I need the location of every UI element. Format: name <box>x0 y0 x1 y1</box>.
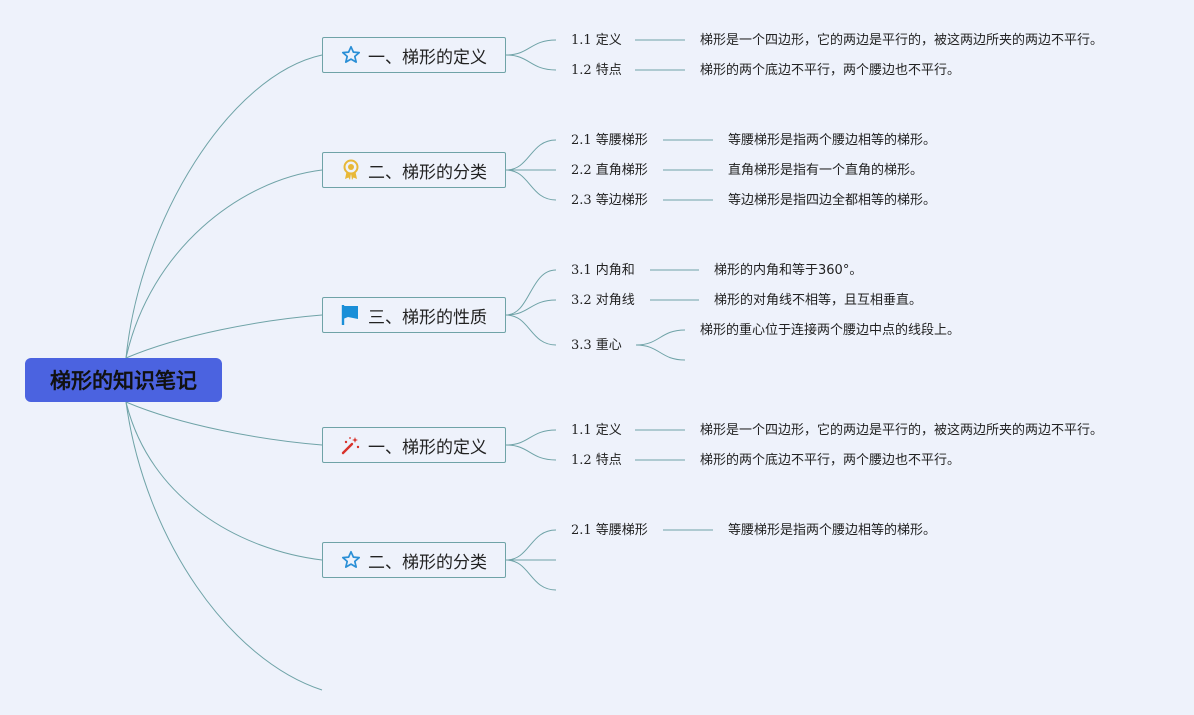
branch-node[interactable]: 一、梯形的定义 <box>322 37 506 73</box>
subtopic-description: 梯形的对角线不相等，且互相垂直。 <box>714 293 923 308</box>
branch-label: 一、梯形的定义 <box>368 437 487 458</box>
flag-icon <box>340 304 362 326</box>
star-icon <box>340 44 362 66</box>
subtopic-label[interactable]: 2.2 直角梯形 <box>571 163 648 178</box>
branch-connector <box>505 314 557 346</box>
branch-node[interactable]: 二、梯形的分类 <box>322 542 506 578</box>
branch-connector <box>505 39 557 56</box>
description-connector <box>635 344 686 361</box>
subtopic-label[interactable]: 2.1 等腰梯形 <box>571 523 648 538</box>
subtopic-description: 梯形是一个四边形，它的两边是平行的，被这两边所夹的两边不平行。 <box>700 423 1104 438</box>
subtopic-label[interactable]: 2.3 等边梯形 <box>571 193 648 208</box>
branch-label: 三、梯形的性质 <box>368 307 487 328</box>
subtopic-label[interactable]: 3.2 对角线 <box>571 293 635 308</box>
subtopic-label[interactable]: 3.3 重心 <box>571 338 622 353</box>
subtopic-label[interactable]: 1.1 定义 <box>571 423 622 438</box>
root-connector <box>125 169 323 359</box>
description-connector <box>635 329 686 346</box>
branch-connector <box>505 269 557 316</box>
branch-connector <box>505 54 557 71</box>
branch-label: 一、梯形的定义 <box>368 47 487 68</box>
branch-connector <box>505 529 557 561</box>
root-connector <box>125 401 323 446</box>
magic-wand-icon <box>340 434 362 456</box>
subtopic-label[interactable]: 3.1 内角和 <box>571 263 635 278</box>
branch-connector <box>505 169 557 201</box>
star-icon <box>340 549 362 571</box>
subtopic-description: 梯形的内角和等于360°。 <box>714 263 863 278</box>
subtopic-description: 梯形是一个四边形，它的两边是平行的，被这两边所夹的两边不平行。 <box>700 33 1104 48</box>
subtopic-label[interactable]: 1.2 特点 <box>571 63 622 78</box>
branch-connector <box>505 429 557 446</box>
root-node-title[interactable]: 梯形的知识笔记 <box>25 358 222 402</box>
subtopic-description: 直角梯形是指有一个直角的梯形。 <box>728 163 924 178</box>
subtopic-description: 梯形的两个底边不平行，两个腰边也不平行。 <box>700 63 961 78</box>
branch-connector <box>505 444 557 461</box>
award-medal-icon <box>340 159 362 181</box>
branch-connector <box>505 559 557 591</box>
subtopic-label[interactable]: 2.1 等腰梯形 <box>571 133 648 148</box>
branch-connector <box>505 299 557 316</box>
root-connector <box>125 401 323 561</box>
root-connector <box>125 401 323 691</box>
subtopic-description: 梯形的重心位于连接两个腰边中点的线段上。 <box>700 323 961 338</box>
branch-node[interactable]: 三、梯形的性质 <box>322 297 506 333</box>
subtopic-description: 等边梯形是指四边全都相等的梯形。 <box>728 193 937 208</box>
branch-node[interactable]: 二、梯形的分类 <box>322 152 506 188</box>
branch-connector <box>505 139 557 171</box>
branch-label: 二、梯形的分类 <box>368 162 487 183</box>
branch-node[interactable]: 一、梯形的定义 <box>322 427 506 463</box>
subtopic-label[interactable]: 1.2 特点 <box>571 453 622 468</box>
branch-label: 二、梯形的分类 <box>368 552 487 573</box>
subtopic-description: 等腰梯形是指两个腰边相等的梯形。 <box>728 523 937 538</box>
root-connector <box>125 314 323 359</box>
subtopic-description: 梯形的两个底边不平行，两个腰边也不平行。 <box>700 453 961 468</box>
root-connector <box>125 54 323 359</box>
subtopic-label[interactable]: 1.1 定义 <box>571 33 622 48</box>
subtopic-description: 等腰梯形是指两个腰边相等的梯形。 <box>728 133 937 148</box>
